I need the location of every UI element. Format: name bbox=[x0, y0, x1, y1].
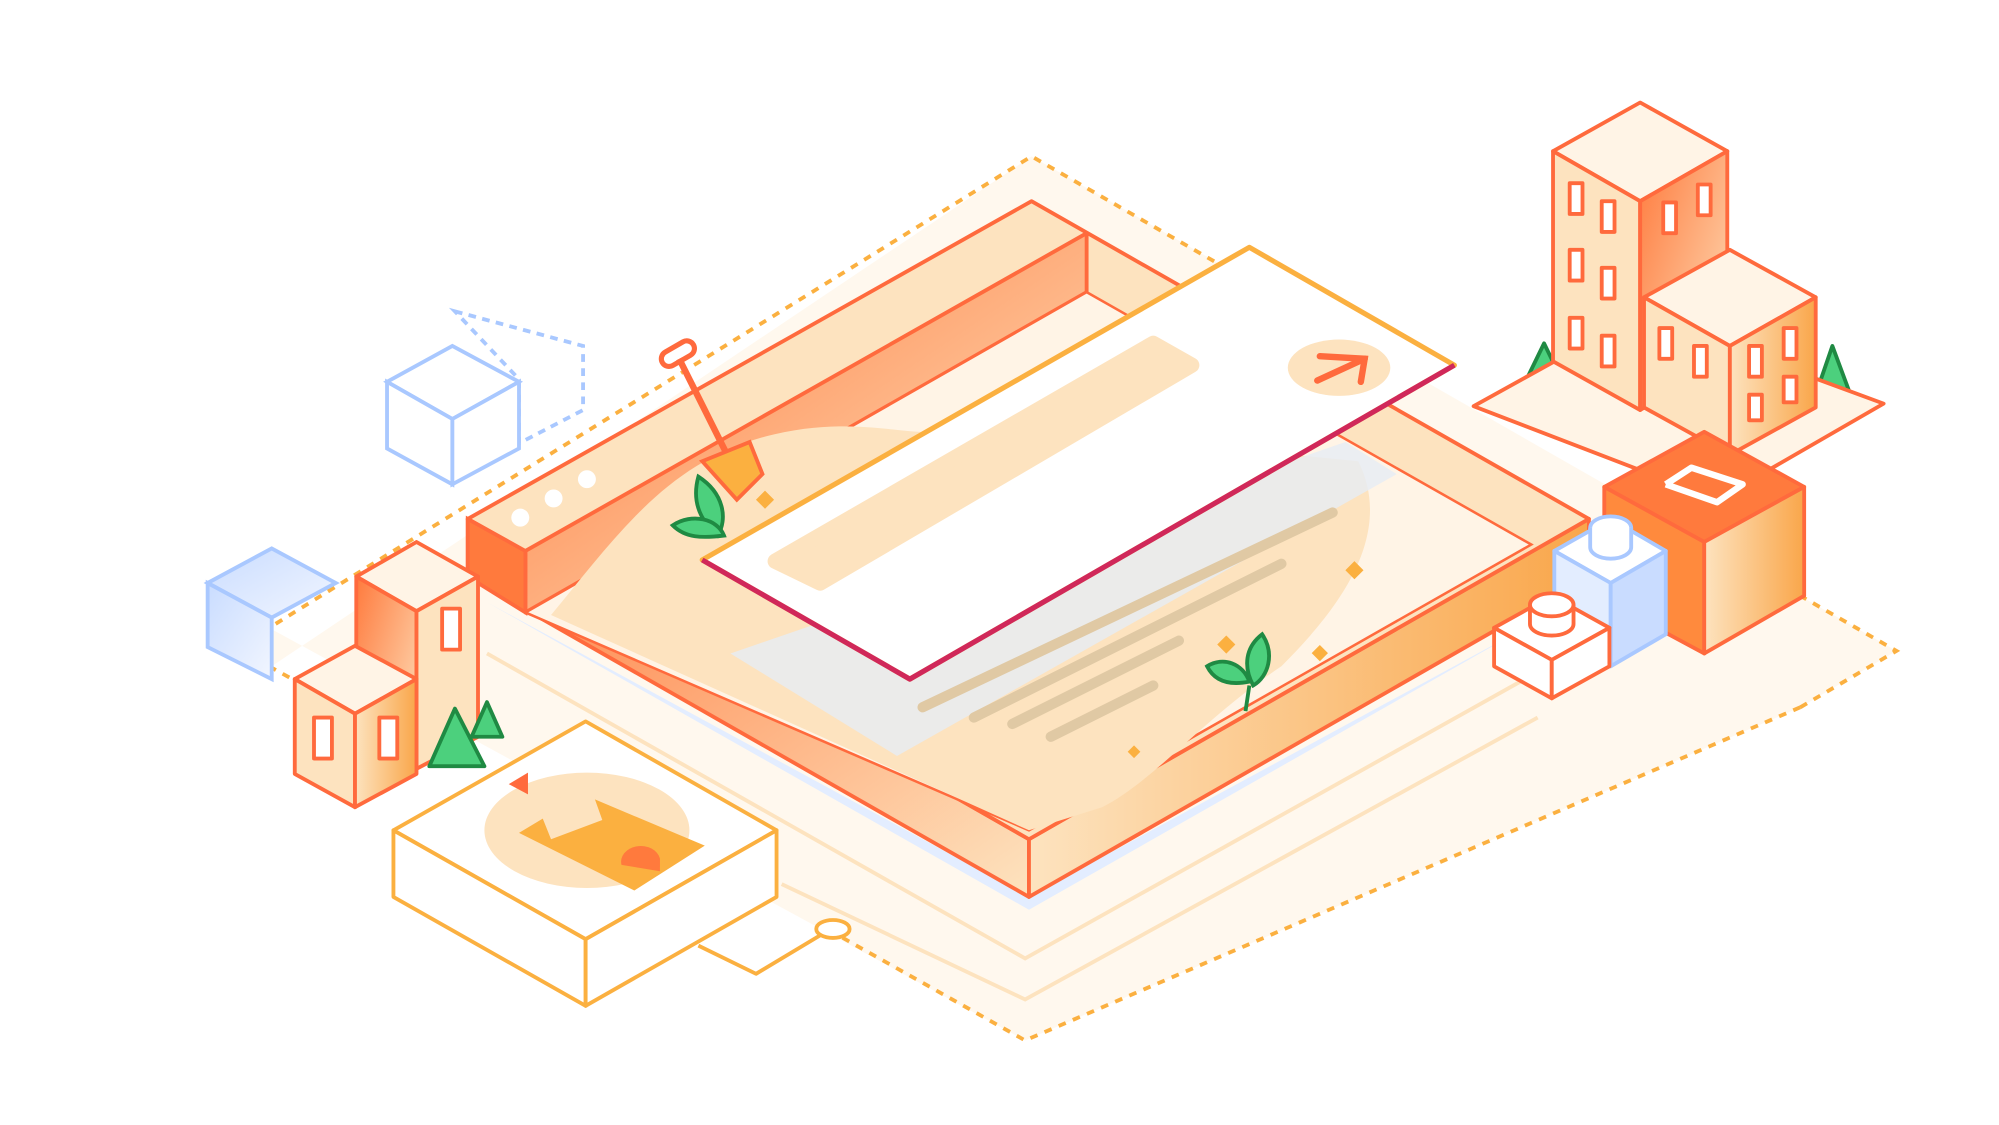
cube-icon bbox=[203, 307, 585, 683]
sandcastle-icon bbox=[391, 719, 852, 1008]
lego-brick-icon bbox=[1552, 514, 1668, 669]
shovel-icon bbox=[658, 338, 765, 503]
building-icon bbox=[1471, 100, 1886, 502]
sprout-icon bbox=[669, 473, 1271, 712]
lego-brick-icon bbox=[1492, 591, 1612, 701]
arrow-icon bbox=[1314, 353, 1369, 386]
building-icon bbox=[292, 540, 480, 810]
browser-window-icon bbox=[699, 244, 1457, 682]
